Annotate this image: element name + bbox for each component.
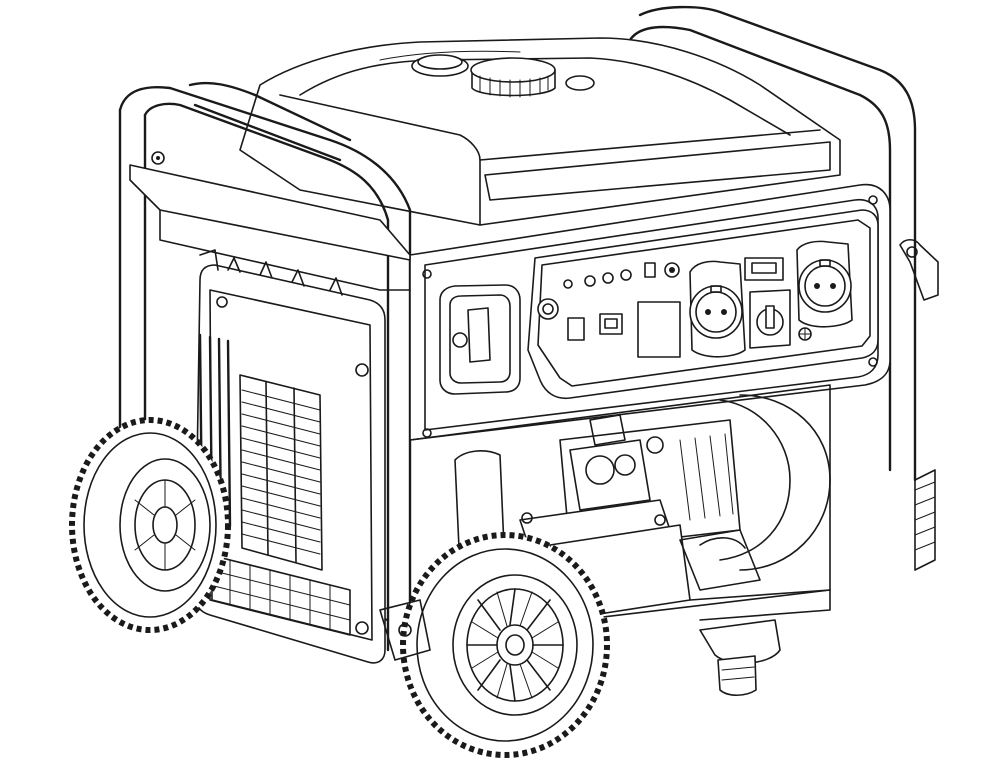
axle-bracket (379, 599, 431, 661)
socket-left (689, 260, 746, 358)
socket-right (796, 240, 853, 328)
power-switch (439, 284, 521, 395)
indicator-lamp (584, 275, 596, 287)
indicator-lamp (563, 279, 573, 289)
voltmeter (744, 257, 784, 281)
rocker-switch (567, 317, 585, 341)
cover-clips (199, 249, 343, 296)
rear-wheel (69, 417, 231, 633)
vent-grill (239, 374, 323, 571)
indicator-lamp (602, 272, 614, 284)
breaker-knob (664, 262, 680, 278)
support-foot (699, 619, 781, 697)
fuel-cap (411, 54, 595, 98)
indicator-lamp (620, 269, 632, 281)
choke-knob (537, 298, 559, 320)
reset-button (644, 262, 656, 278)
front-wheel (400, 532, 610, 758)
rear-frame (628, 5, 939, 571)
display-window (637, 301, 681, 358)
ground-terminal (798, 327, 812, 341)
usb-port (599, 313, 623, 335)
side-top-panel (129, 151, 411, 291)
